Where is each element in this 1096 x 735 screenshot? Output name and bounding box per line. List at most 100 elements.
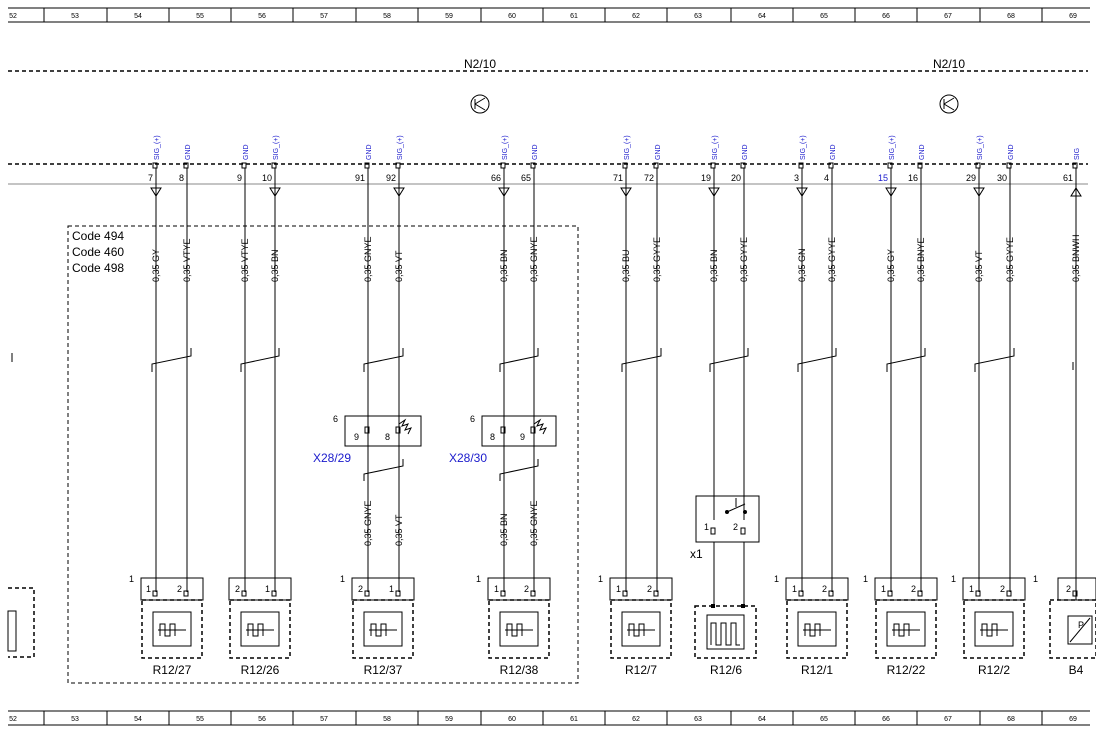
component-pin-number: 1 bbox=[969, 584, 974, 594]
component-label: R12/37 bbox=[364, 663, 403, 677]
component-body bbox=[352, 599, 414, 659]
connector-number-x28-29: 6 bbox=[333, 414, 338, 424]
component-pin-number: 1 bbox=[881, 584, 886, 594]
code-box-line-1: Code 494 bbox=[72, 229, 124, 243]
heating-element-icon bbox=[247, 623, 264, 637]
pin-signal-label: SIG_(+) bbox=[712, 135, 719, 160]
switch-pin-terminal bbox=[710, 527, 716, 535]
resistor-icon bbox=[398, 418, 412, 435]
twist-mark bbox=[363, 348, 404, 372]
pin-number: 7 bbox=[148, 173, 153, 183]
component-connector bbox=[1057, 577, 1096, 601]
component-body bbox=[610, 599, 672, 659]
pin-number: 30 bbox=[997, 173, 1007, 183]
wire-label: 0,35 GY bbox=[886, 249, 896, 282]
wire-label: 0,35 BN bbox=[499, 249, 509, 282]
heating-element-icon-frame bbox=[240, 611, 280, 647]
transistor-collector-icon bbox=[474, 97, 486, 105]
pin-terminal bbox=[271, 162, 277, 169]
grid-number-bottom: 63 bbox=[694, 716, 702, 723]
grid-number-top: 52 bbox=[9, 13, 17, 20]
grid-number-bottom: 54 bbox=[134, 716, 142, 723]
connector-label-x28-29: X28/29 bbox=[313, 451, 351, 465]
component-body bbox=[875, 599, 937, 659]
connector-pin-number: 9 bbox=[354, 432, 359, 442]
arrow-down-icon bbox=[269, 187, 281, 197]
component-pin-number: 1 bbox=[616, 584, 621, 594]
component-pin-number: 1 bbox=[389, 584, 394, 594]
pin-signal-label: SIG_(+) bbox=[502, 135, 509, 160]
grid-number-bottom: 53 bbox=[71, 716, 79, 723]
wire-label: 0,35 GNYE bbox=[529, 236, 539, 282]
component-label: R12/26 bbox=[241, 663, 280, 677]
wire-label: 0,35 GY bbox=[151, 249, 161, 282]
pin-terminal bbox=[241, 162, 247, 169]
arrow-down-icon bbox=[393, 187, 405, 197]
wire-label: 0,35 BU bbox=[621, 249, 631, 282]
twist-mark-lower bbox=[499, 459, 539, 481]
component-pin bbox=[653, 590, 659, 597]
pin-number: 8 bbox=[179, 173, 184, 183]
heating-element-icon-frame bbox=[621, 611, 661, 647]
component-pin bbox=[183, 590, 189, 597]
component-pin bbox=[530, 590, 536, 597]
pin-number: 16 bbox=[908, 173, 918, 183]
grid-number-top: 69 bbox=[1069, 13, 1077, 20]
connector-pin-number: 8 bbox=[385, 432, 390, 442]
pin-signal-label: GND bbox=[655, 144, 662, 160]
pin-terminal bbox=[740, 162, 746, 169]
component-pin-number: 2 bbox=[647, 584, 652, 594]
wire-label-lower: 0,35 GNYE bbox=[363, 500, 373, 546]
module-label-right: N2/10 bbox=[933, 57, 965, 71]
pin-number: 91 bbox=[355, 173, 365, 183]
pin-signal-label: GND bbox=[919, 144, 926, 160]
component-pin-number: 1 bbox=[494, 584, 499, 594]
heating-element-icon bbox=[370, 623, 387, 637]
connector-pin bbox=[530, 426, 536, 434]
arrow-down-icon bbox=[498, 187, 510, 197]
wire-label: 0,35 GYYE bbox=[1005, 237, 1015, 282]
pin-number: 9 bbox=[237, 173, 242, 183]
component-number: 1 bbox=[340, 574, 345, 584]
grid-number-top: 57 bbox=[320, 13, 328, 20]
pin-signal-label: GND bbox=[742, 144, 749, 160]
connector-pin bbox=[364, 426, 370, 434]
pin-number: 20 bbox=[731, 173, 741, 183]
grid-number-bottom: 68 bbox=[1007, 716, 1015, 723]
component-body bbox=[229, 599, 291, 659]
twist-mark-lower bbox=[363, 459, 404, 481]
pin-terminal bbox=[917, 162, 923, 169]
component-pin-number: 1 bbox=[792, 584, 797, 594]
grid-number-bottom: 52 bbox=[9, 716, 17, 723]
heater-icon bbox=[710, 622, 740, 646]
twist-mark bbox=[797, 348, 837, 372]
heating-element-icon-frame bbox=[974, 611, 1014, 647]
pin-signal-label: GND bbox=[185, 144, 192, 160]
pin-signal-label: GND bbox=[532, 144, 539, 160]
pin-terminal bbox=[653, 162, 659, 169]
grid-number-bottom: 61 bbox=[570, 716, 578, 723]
component-pin bbox=[152, 590, 158, 597]
heating-element-icon bbox=[628, 623, 645, 637]
component-number: 1 bbox=[863, 574, 868, 584]
wire-label: 0,35 VTYE bbox=[240, 238, 250, 282]
pin-signal-label: SIG_(+) bbox=[397, 135, 404, 160]
pin-signal-label: SIG_(+) bbox=[889, 135, 896, 160]
switch-pin-2: 2 bbox=[733, 522, 738, 532]
heating-element-icon-frame bbox=[363, 611, 403, 647]
component-label: R12/22 bbox=[887, 663, 926, 677]
switch-pin-1: 1 bbox=[704, 522, 709, 532]
component-pin bbox=[975, 590, 981, 597]
grid-number-bottom: 58 bbox=[383, 716, 391, 723]
grid-number-top: 64 bbox=[758, 13, 766, 20]
arrow-down-icon bbox=[973, 187, 985, 197]
switch-contact-icon bbox=[743, 510, 747, 514]
component-pin-number: 2 bbox=[358, 584, 363, 594]
component-pin-number: 2 bbox=[911, 584, 916, 594]
wire-label-lower: 0,35 VT bbox=[394, 514, 404, 546]
code-box-line-3: Code 498 bbox=[72, 261, 124, 275]
wire-label-lower: 0,35 GNYE bbox=[529, 500, 539, 546]
component-body bbox=[694, 605, 757, 659]
pin-terminal bbox=[152, 162, 158, 169]
